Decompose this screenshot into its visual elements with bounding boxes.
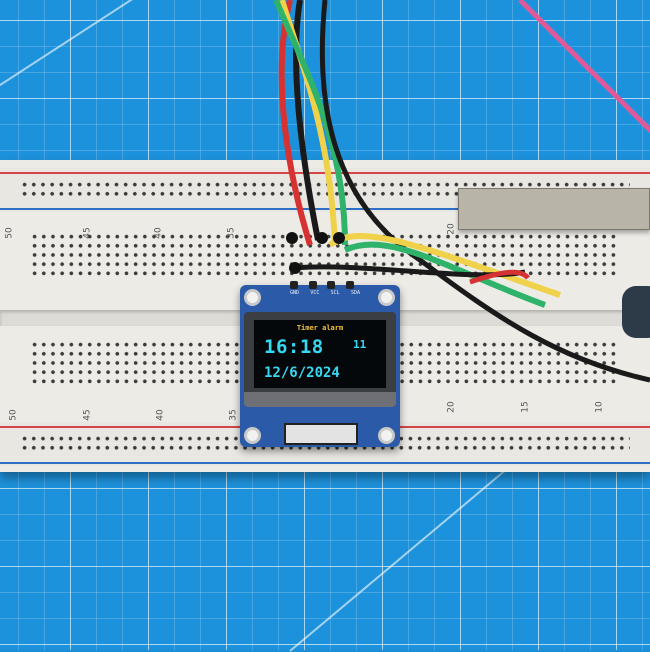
flex-cable [284,423,358,445]
mount-hole [244,427,261,444]
screen-time: 16:18 [264,336,324,358]
pin-label-gnd: GND [290,290,300,296]
mount-hole [378,289,395,306]
rail-blue-line [0,208,650,210]
pin [290,281,298,289]
pin-label-vcc: VCC [310,290,320,296]
potentiometer-knob [622,286,650,338]
pin [345,281,354,289]
rail-red-line [0,172,650,174]
header-pins [290,281,354,289]
oled-screen: Timer alarm 16:18 11 12/6/2024 [254,320,386,388]
pin-labels: GND VCC SCL SDA [290,290,360,300]
oled-glass: Timer alarm 16:18 11 12/6/2024 [244,312,396,407]
mount-hole [378,427,395,444]
pin [327,281,336,289]
screen-seconds: 11 [353,338,367,351]
oled-display-module: GND VCC SCL SDA Timer alarm 16:18 11 12/… [240,281,400,447]
pin-label-sda: SDA [350,290,360,296]
glass-edge [244,392,396,407]
rail-blue-line [0,462,650,464]
screen-title: Timer alarm [296,324,344,332]
sensor-module [458,188,650,230]
mount-hole [244,289,261,306]
pin [308,281,317,289]
screen-date: 12/6/2024 [264,365,340,381]
pin-label-scl: SCL [330,290,340,296]
